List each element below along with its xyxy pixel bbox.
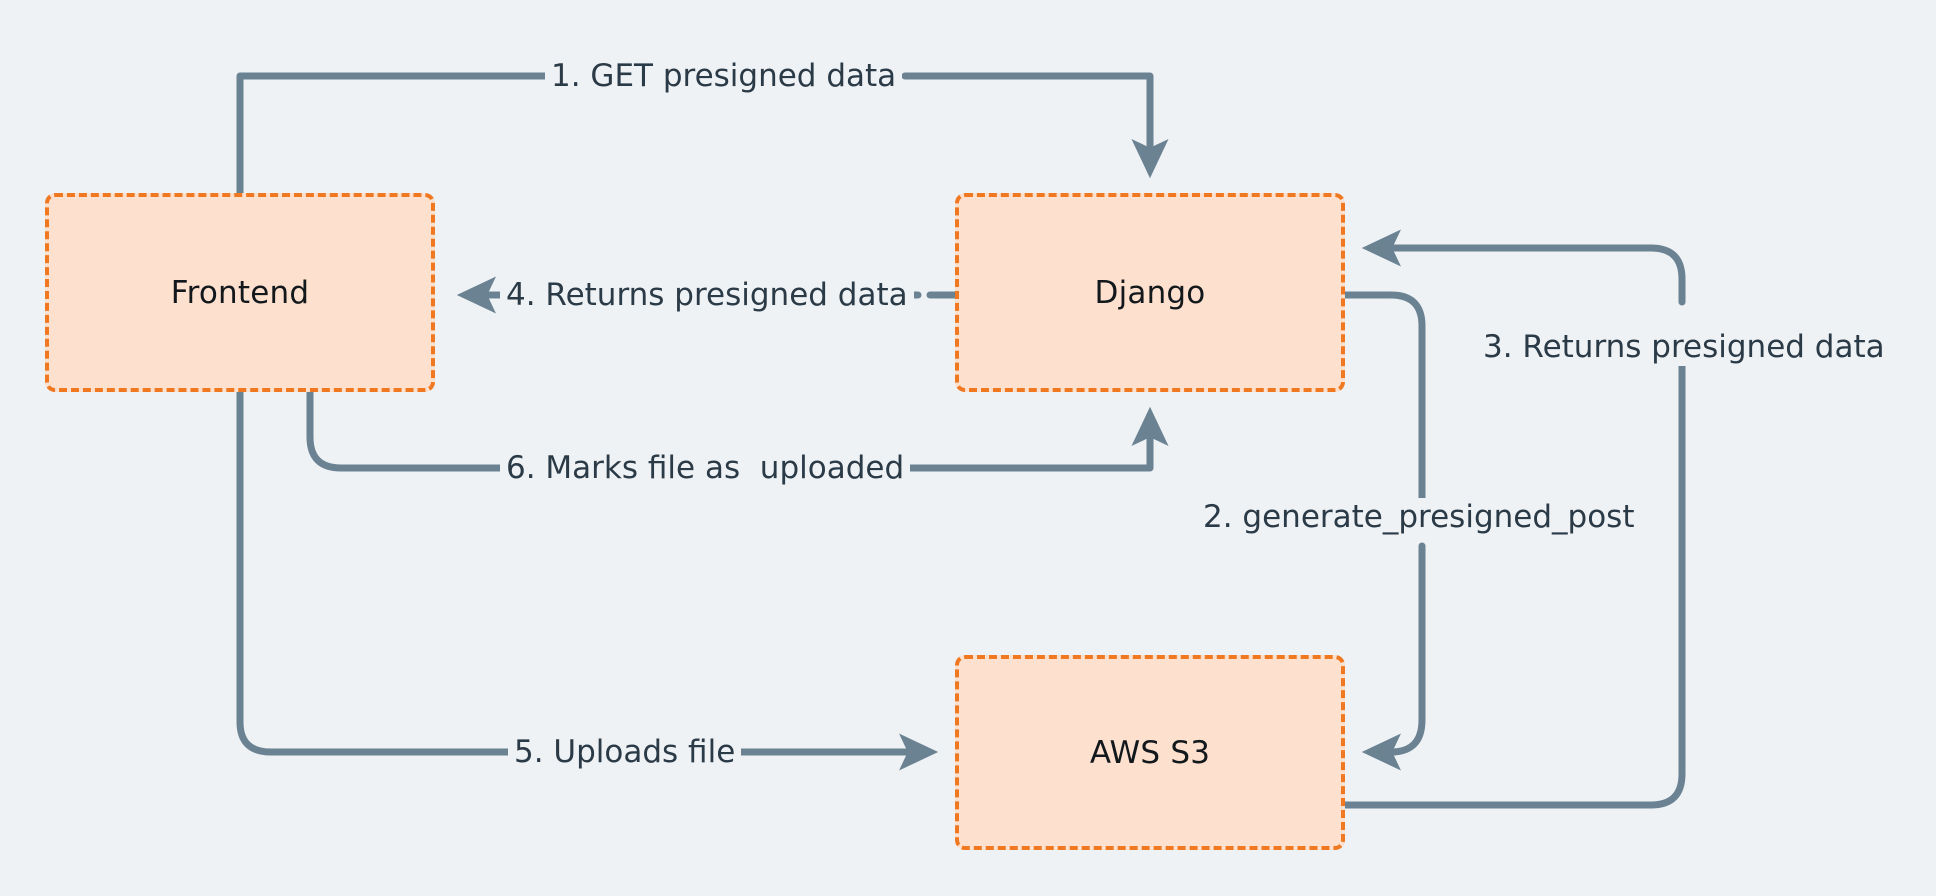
edge-6-marks-file-as-uploaded-tail <box>904 406 1169 472</box>
edge-5-uploads-file <box>236 388 516 756</box>
edge-label-3: 3. Returns presigned data <box>1477 328 1891 366</box>
edge-label-5: 5. Uploads file <box>508 733 742 771</box>
node-frontend[interactable]: Frontend <box>45 193 435 392</box>
node-aws-s3[interactable]: AWS S3 <box>955 655 1345 850</box>
edge-2-generate-presigned-post <box>1341 291 1426 504</box>
node-aws-s3-label: AWS S3 <box>1089 734 1211 771</box>
node-django-label: Django <box>1094 274 1206 311</box>
edge-3-returns-presigned-data <box>1341 344 1686 809</box>
edge-1-get-presigned-data-tail <box>901 72 1169 179</box>
edge-label-4: 4. Returns presigned data <box>500 276 914 314</box>
edge-3-returns-presigned-data-tail <box>1361 229 1686 306</box>
node-frontend-label: Frontend <box>170 274 310 311</box>
edge-2-generate-presigned-post-tail <box>1361 542 1426 771</box>
edge-6-marks-file-as-uploaded <box>306 388 509 472</box>
edge-label-2: 2. generate_presigned_post <box>1197 498 1641 536</box>
node-django[interactable]: Django <box>955 193 1345 392</box>
edge-1-get-presigned-data <box>236 72 555 197</box>
edge-label-1: 1. GET presigned data <box>545 57 903 95</box>
edge-label-6: 6. Marks file as uploaded <box>500 449 911 487</box>
